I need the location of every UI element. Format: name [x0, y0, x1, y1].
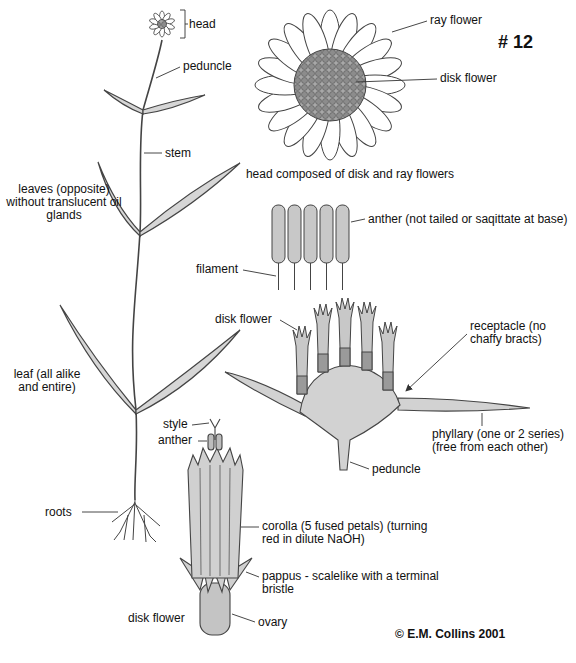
caption-text: head composed of disk and ray flowers — [225, 168, 475, 181]
part-label: disk flower — [440, 72, 497, 85]
part-label: head — [189, 18, 216, 31]
part-label: leaves (opposite) without translucent oi… — [6, 183, 122, 222]
part-label: receptacle (no chaffy bracts) — [470, 320, 570, 346]
part-label: leaf (all alike and entire) — [8, 368, 86, 394]
part-label: ray flower — [430, 14, 482, 27]
part-label: stem — [165, 147, 191, 160]
part-label: disk flower — [128, 612, 185, 625]
callout-number: # 12 — [498, 32, 533, 52]
part-label: peduncle — [372, 463, 421, 476]
part-label: phyllary (one or 2 series) (free from ea… — [432, 428, 572, 454]
part-label: style — [163, 418, 188, 431]
part-label: anther (not tailed or saqittate at base) — [368, 213, 568, 226]
part-label: ovary — [258, 616, 287, 629]
part-label: corolla (5 fused petals) (turning red in… — [262, 520, 442, 546]
part-label: anther — [158, 434, 192, 447]
part-label: filament — [196, 263, 238, 276]
copyright-note: © E.M. Collins 2001 — [395, 628, 505, 641]
part-label: peduncle — [183, 60, 232, 73]
part-label: roots — [45, 506, 72, 519]
part-label: disk flower — [215, 313, 272, 326]
part-label: pappus - scalelike with a terminal brist… — [262, 570, 452, 596]
